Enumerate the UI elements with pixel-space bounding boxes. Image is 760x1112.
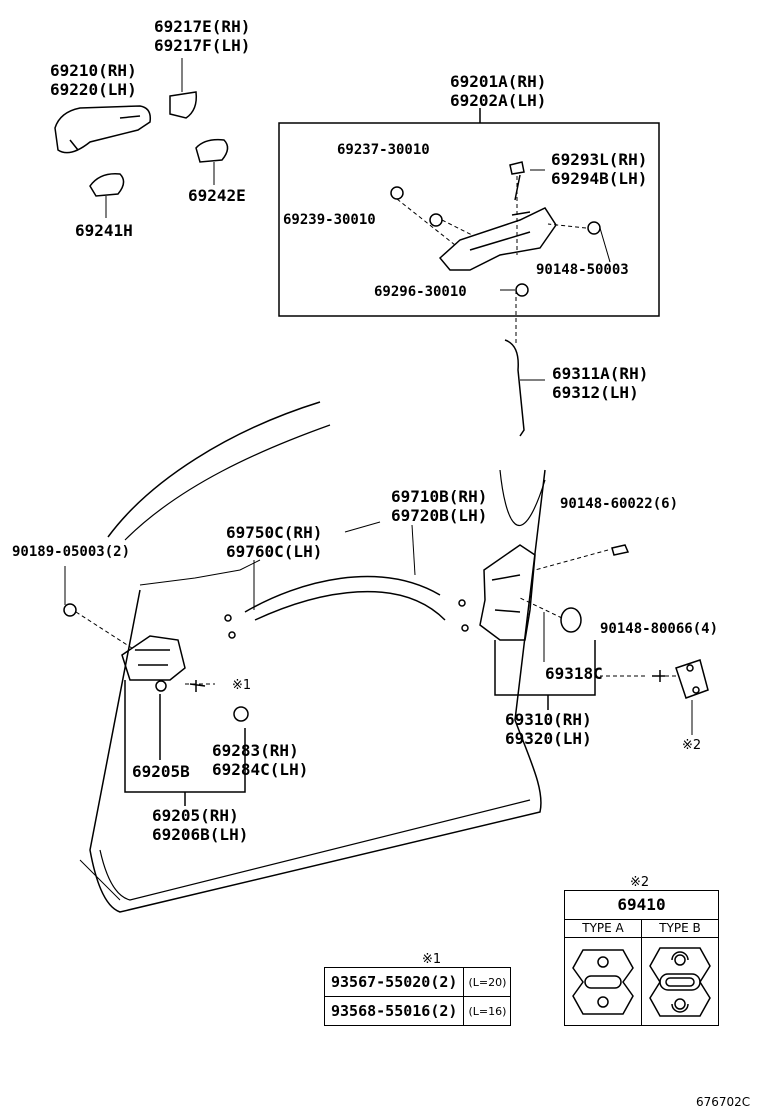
label-69205: 69205(RH) 69206B(LH) xyxy=(152,806,249,844)
label-69239: 69239-30010 xyxy=(283,212,376,228)
note2-marker: ※2 xyxy=(682,738,702,753)
striker-type-b-image xyxy=(642,938,718,1026)
pad-69241 xyxy=(89,173,125,197)
label-69201: 69201A(RH) 69202A(LH) xyxy=(450,72,547,110)
striker-type-box: 69410 TYPE A TYPE B xyxy=(564,890,719,1026)
door-inner-outline xyxy=(99,424,546,901)
striker-part-number: 69410 xyxy=(565,891,718,920)
label-69283: 69283(RH) 69284C(LH) xyxy=(212,741,309,779)
handle-cap xyxy=(169,91,198,119)
label-90189: 90189-05003(2) xyxy=(12,544,131,560)
door-outline xyxy=(89,401,546,913)
rod-69311 xyxy=(504,339,525,437)
table-cell-length: (L=16) xyxy=(463,996,512,1026)
note2-box-marker: ※2 xyxy=(630,875,650,890)
type-a-label: TYPE A xyxy=(565,920,642,937)
inside-handle xyxy=(121,635,186,681)
pad-69242 xyxy=(195,138,229,163)
label-69311: 69311A(RH) 69312(LH) xyxy=(552,364,649,402)
label-69241: 69241H xyxy=(75,221,133,240)
label-90148-80066: 90148-80066(4) xyxy=(600,621,719,637)
label-69296: 69296-30010 xyxy=(374,284,467,300)
label-69293: 69293L(RH) 69294B(LH) xyxy=(551,150,648,188)
cable-69710 xyxy=(244,575,446,621)
label-69310: 69310(RH) 69320(LH) xyxy=(505,710,592,748)
label-69750: 69750C(RH) 69760C(LH) xyxy=(226,523,323,561)
label-69217: 69217E(RH) 69217F(LH) xyxy=(154,17,251,55)
striker xyxy=(675,659,709,699)
label-90148-60022: 90148-60022(6) xyxy=(560,496,679,512)
table-cell-length: (L=20) xyxy=(463,967,512,997)
door-lock xyxy=(479,544,536,641)
table-row: 93568-55016(2) (L=16) xyxy=(323,996,512,1026)
note1-marker: ※1 xyxy=(232,678,252,693)
table-cell-part: 93568-55016(2) xyxy=(323,996,465,1026)
label-69237: 69237-30010 xyxy=(337,142,430,158)
table-row: 93567-55020(2) (L=20) xyxy=(323,967,512,997)
label-90148-50003: 90148-50003 xyxy=(536,262,629,278)
note1-table-marker: ※1 xyxy=(422,952,442,967)
table-cell-part: 93567-55020(2) xyxy=(323,967,465,997)
label-69210: 69210(RH) 69220(LH) xyxy=(50,61,137,99)
striker-type-a-image xyxy=(565,938,642,1026)
label-69242: 69242E xyxy=(188,186,246,205)
label-69710: 69710B(RH) 69720B(LH) xyxy=(391,487,488,525)
figure-code: 676702C xyxy=(696,1095,751,1109)
label-69205b: 69205B xyxy=(132,762,190,781)
type-b-label: TYPE B xyxy=(659,921,701,935)
label-69318: 69318C xyxy=(545,664,603,683)
handle-assembly-box xyxy=(278,122,660,317)
outside-handle xyxy=(54,105,152,154)
handle-frame xyxy=(438,207,557,271)
note1-table: 93567-55020(2) (L=20) 93568-55016(2) (L=… xyxy=(323,967,512,1026)
